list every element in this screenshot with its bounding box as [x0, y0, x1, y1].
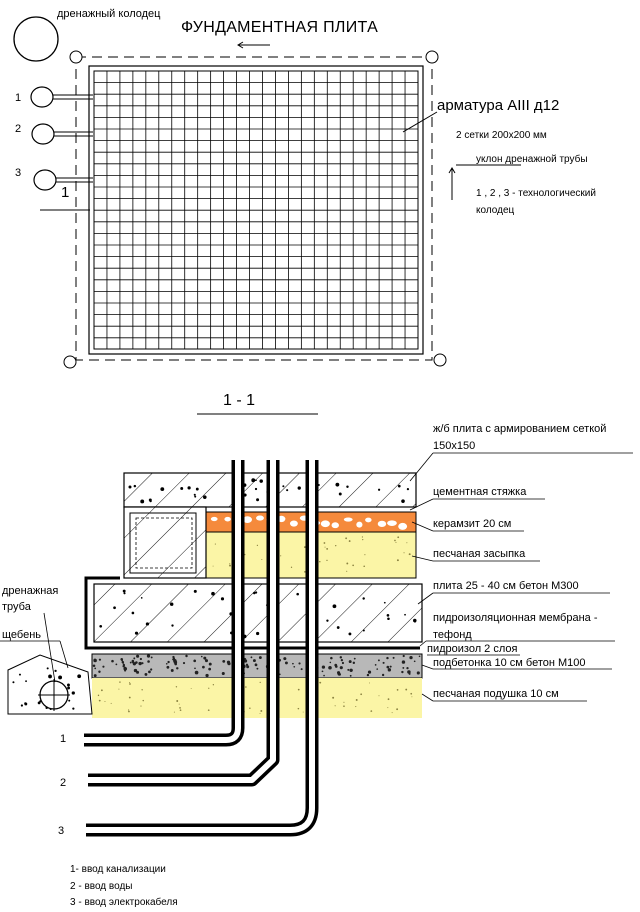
- legend-item-1: 1- ввод канализации: [70, 864, 166, 875]
- sand-fill-specks: [212, 536, 411, 573]
- label-main-slab: плита 25 - 40 см бетон М300: [433, 580, 579, 592]
- sewer-pipe-core: [84, 460, 241, 743]
- water-pipe-core: [88, 460, 276, 783]
- tech-well-2: 2: [15, 123, 93, 145]
- slab-inner-outline: [93, 70, 419, 350]
- legend-item-3: 3 - ввод электрокабеля: [70, 896, 178, 908]
- label-subconcrete: подбетонка 10 см бетон М100: [433, 657, 586, 669]
- rebar-label: арматура AIII д12: [437, 97, 559, 114]
- corner-well-tl: [69, 50, 83, 64]
- layer-labels: ж/б плита с армированием сеткой 150х150 …: [409, 423, 633, 702]
- section-cut-mark: 1: [40, 184, 90, 211]
- corner-well-tr: [425, 50, 439, 64]
- gravel-label: щебень: [2, 629, 41, 641]
- drain-well-label: дренажный колодец: [57, 8, 161, 20]
- tech-well-3: 3: [15, 167, 93, 191]
- label-slab-line2: 150х150: [433, 440, 475, 452]
- wall-cage: [129, 512, 197, 574]
- rebar-leader: [402, 111, 438, 133]
- well-number-1: 1: [15, 92, 21, 104]
- plan-view: дренажный колодец ФУНДАМЕНТНАЯ ПЛИТА 1 2…: [13, 8, 596, 369]
- legend: 1- ввод канализации 2 - ввод воды 3 - вв…: [70, 864, 178, 908]
- well-number-2: 2: [15, 123, 21, 135]
- drain-well: [13, 16, 59, 62]
- section-view: 1 - 1 дренажная тру: [0, 392, 633, 837]
- label-sand-fill: песчаная засыпка: [433, 548, 526, 560]
- sand-cushion-layer: [92, 678, 422, 718]
- pipe-number-3: 3: [58, 825, 64, 837]
- pipe-number-2: 2: [60, 777, 66, 789]
- wall-rebar-cage: [135, 517, 193, 569]
- gravel-leader: [59, 640, 69, 669]
- label-expanded-clay: керамзит 20 см: [433, 518, 511, 530]
- drain-pipe-leader: [43, 612, 56, 683]
- label-screed: цементная стяжка: [433, 486, 527, 498]
- section-title: 1 - 1: [223, 392, 255, 409]
- service-pipes: [84, 460, 319, 837]
- corner-well-bl: [63, 355, 77, 369]
- mesh-label: 2 сетки 200х200 мм: [456, 130, 547, 141]
- label-slab-line1: ж/б плита с армированием сеткой: [433, 423, 606, 435]
- label-membrane-line2: тефонд: [433, 629, 472, 641]
- label-waterproofing: пидроизол 2 слоя: [427, 643, 518, 655]
- label-sand-cushion: песчаная подушка 10 см: [433, 688, 559, 700]
- wells-label-line2: колодец: [476, 205, 515, 216]
- drainage-perimeter: [75, 56, 433, 361]
- drain-pipe-label-line1: дренажная: [2, 585, 58, 597]
- section-mark-number: 1: [61, 184, 69, 201]
- membrane-outline: [84, 576, 420, 650]
- wells-label-line1: 1 , 2 , 3 - технологический: [476, 188, 596, 199]
- plan-title: ФУНДАМЕНТНАЯ ПЛИТА: [181, 19, 378, 36]
- label-membrane-line1: пидроизоляционная мембрана -: [433, 612, 598, 624]
- corner-well-br: [433, 353, 447, 367]
- legend-item-2: 2 - ввод воды: [70, 881, 132, 892]
- cable-pipe-core: [86, 460, 315, 833]
- drain-pipe-label-line2: труба: [2, 601, 32, 613]
- slope-label: уклон дренажной трубы: [476, 153, 588, 165]
- flow-arrow-icon: [237, 41, 270, 49]
- subconcrete-layer: [91, 653, 423, 679]
- well-number-3: 3: [15, 167, 21, 179]
- rebar-mesh: [94, 71, 419, 349]
- tech-well-1: 1: [15, 86, 93, 108]
- slope-arrow-icon: [448, 167, 456, 200]
- pipe-number-1: 1: [60, 733, 66, 745]
